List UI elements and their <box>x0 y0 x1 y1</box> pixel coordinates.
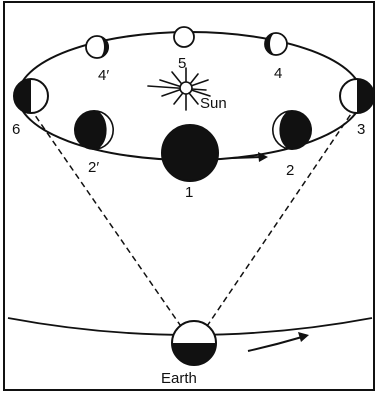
planet-position-2-prime <box>74 110 114 150</box>
label-earth: Earth <box>161 370 197 387</box>
sun-icon <box>147 67 211 111</box>
label-position-2: 2 <box>286 162 294 179</box>
label-position-2-prime: 2′ <box>88 159 99 176</box>
earth-motion-arrow-icon <box>247 332 309 352</box>
planet-position-4 <box>264 32 288 56</box>
planet-position-6 <box>13 78 49 114</box>
label-sun: Sun <box>200 95 227 112</box>
planet-position-3 <box>339 78 375 114</box>
label-position-4: 4 <box>274 65 282 82</box>
label-position-3: 3 <box>357 121 365 138</box>
label-position-6: 6 <box>12 121 20 138</box>
label-position-5: 5 <box>178 55 186 72</box>
label-position-4-prime: 4′ <box>98 67 109 84</box>
planet-position-1 <box>161 124 219 182</box>
label-position-1: 1 <box>185 184 193 201</box>
planet-position-4-prime <box>85 35 109 59</box>
sight-line-to-3 <box>200 107 356 336</box>
sight-line-to-6 <box>29 107 188 336</box>
earth-icon <box>171 320 217 366</box>
orbit-direction-arrow-icon <box>231 152 268 162</box>
planet-position-2 <box>272 110 312 150</box>
planet-position-5 <box>173 26 195 48</box>
